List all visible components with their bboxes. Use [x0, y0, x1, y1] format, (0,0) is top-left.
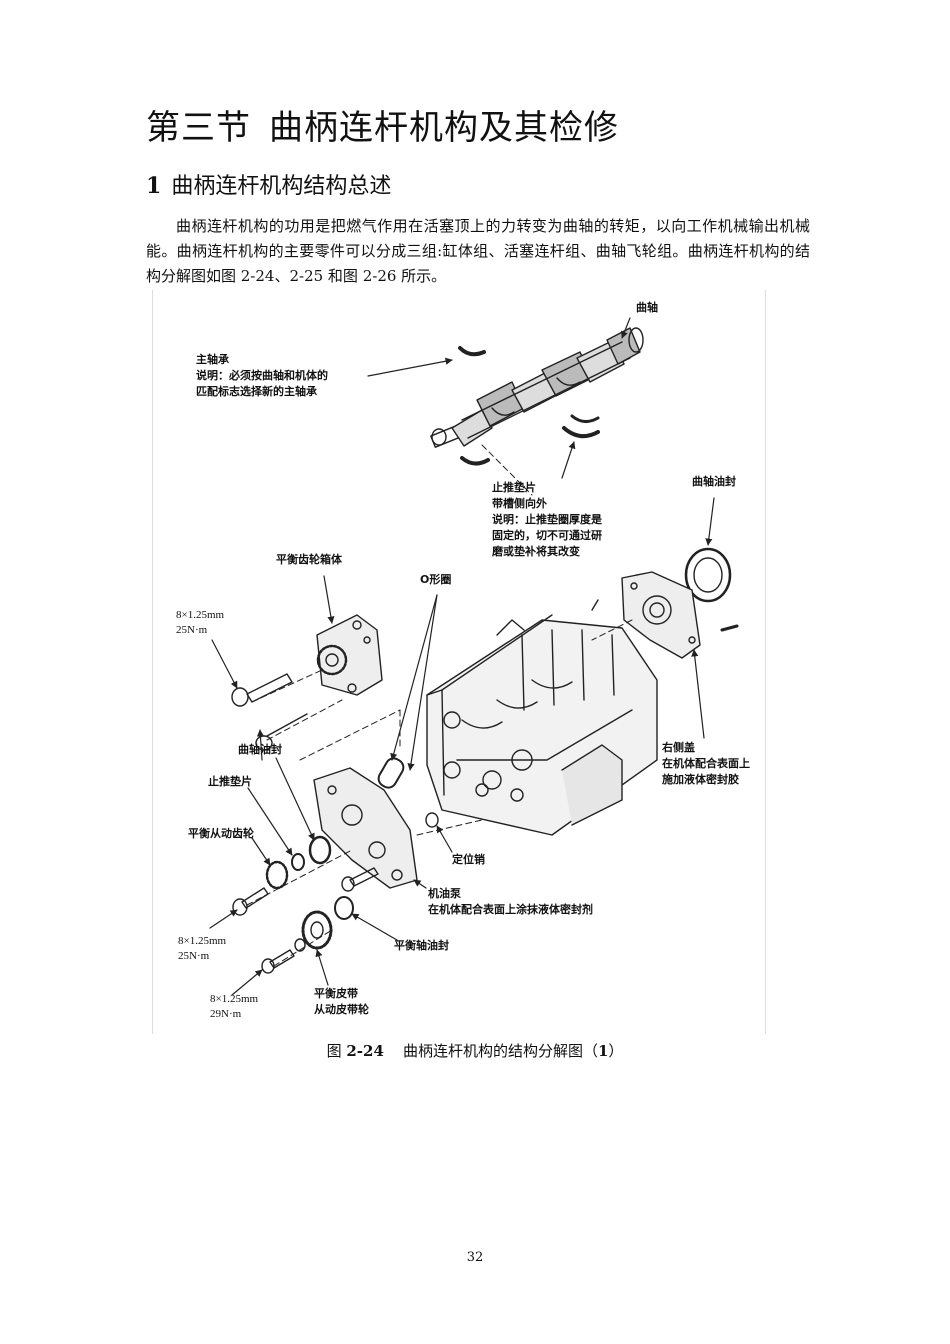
- label-right-side-cover: 右侧盖 在机体配合表面上 施加液体密封胶: [662, 741, 750, 786]
- label-balance-driven-gear: 平衡从动齿轮: [188, 827, 254, 840]
- caption-number: 2-24: [346, 1042, 384, 1060]
- body-paragraph: 曲柄连杆机构的功用是把燃气作用在活塞顶上的力转变为曲轴的转矩，以向工作机械输出机…: [146, 217, 810, 285]
- label-bolt-spec-2: 8×1.25mm 25N·m: [178, 935, 227, 962]
- label-thrust-washer-top: 止推垫片 带槽侧向外 说明：止推垫圈厚度是 固定的，切不可通过研 磨或垫补将其改…: [492, 481, 602, 558]
- label-crank-oil-seal-right: 曲轴油封: [692, 475, 736, 488]
- section-title: 第三节曲柄连杆机构及其检修: [146, 100, 619, 149]
- label-o-ring: O形圈: [420, 573, 452, 586]
- caption-prefix: 图: [326, 1042, 347, 1060]
- label-crankshaft: 曲轴: [636, 301, 658, 314]
- engine-block-drawing: [426, 599, 658, 836]
- subsection-number: 1: [146, 173, 162, 199]
- label-crank-oil-seal-left: 曲轴油封: [238, 743, 282, 756]
- label-balance-shaft-seal: 平衡轴油封: [394, 939, 449, 952]
- subsection-title: 1 曲柄连杆机构结构总述: [146, 168, 391, 200]
- label-balance-belt-pulley: 平衡皮带 从动皮带轮: [314, 987, 369, 1016]
- crankshaft-drawing: [430, 327, 644, 448]
- caption-part-number: 1: [597, 1042, 609, 1060]
- label-oil-pump: 机油泵 在机体配合表面上涂抹液体密封剂: [428, 887, 593, 916]
- section-title-text: 曲柄连杆机构及其检修: [269, 108, 619, 148]
- exploded-view-drawing: [152, 290, 766, 1034]
- figure-caption: 图 2-24 曲柄连杆机构的结构分解图（1）: [0, 1040, 950, 1061]
- label-thrust-washer-left: 止推垫片: [208, 775, 252, 788]
- section-number: 第三节: [146, 108, 251, 148]
- exploded-view-figure: 曲轴 主轴承 说明：必须按曲轴和机体的 匹配标志选择新的主轴承 止推垫片 带槽侧…: [152, 290, 766, 1034]
- label-main-bearing: 主轴承 说明：必须按曲轴和机体的 匹配标志选择新的主轴承: [196, 353, 328, 398]
- label-dowel-pin: 定位销: [452, 853, 485, 866]
- page-number: 32: [466, 1250, 484, 1265]
- caption-text: 曲柄连杆机构的结构分解图（: [402, 1042, 598, 1060]
- label-balance-gear-case: 平衡齿轮箱体: [276, 553, 342, 566]
- label-bolt-spec-1: 8×1.25mm 25N·m: [176, 609, 225, 636]
- subsection-title-text: 曲柄连杆机构结构总述: [171, 174, 392, 199]
- label-bolt-spec-3: 8×1.25mm 29N·m: [210, 993, 259, 1020]
- caption-close: ）: [608, 1042, 624, 1060]
